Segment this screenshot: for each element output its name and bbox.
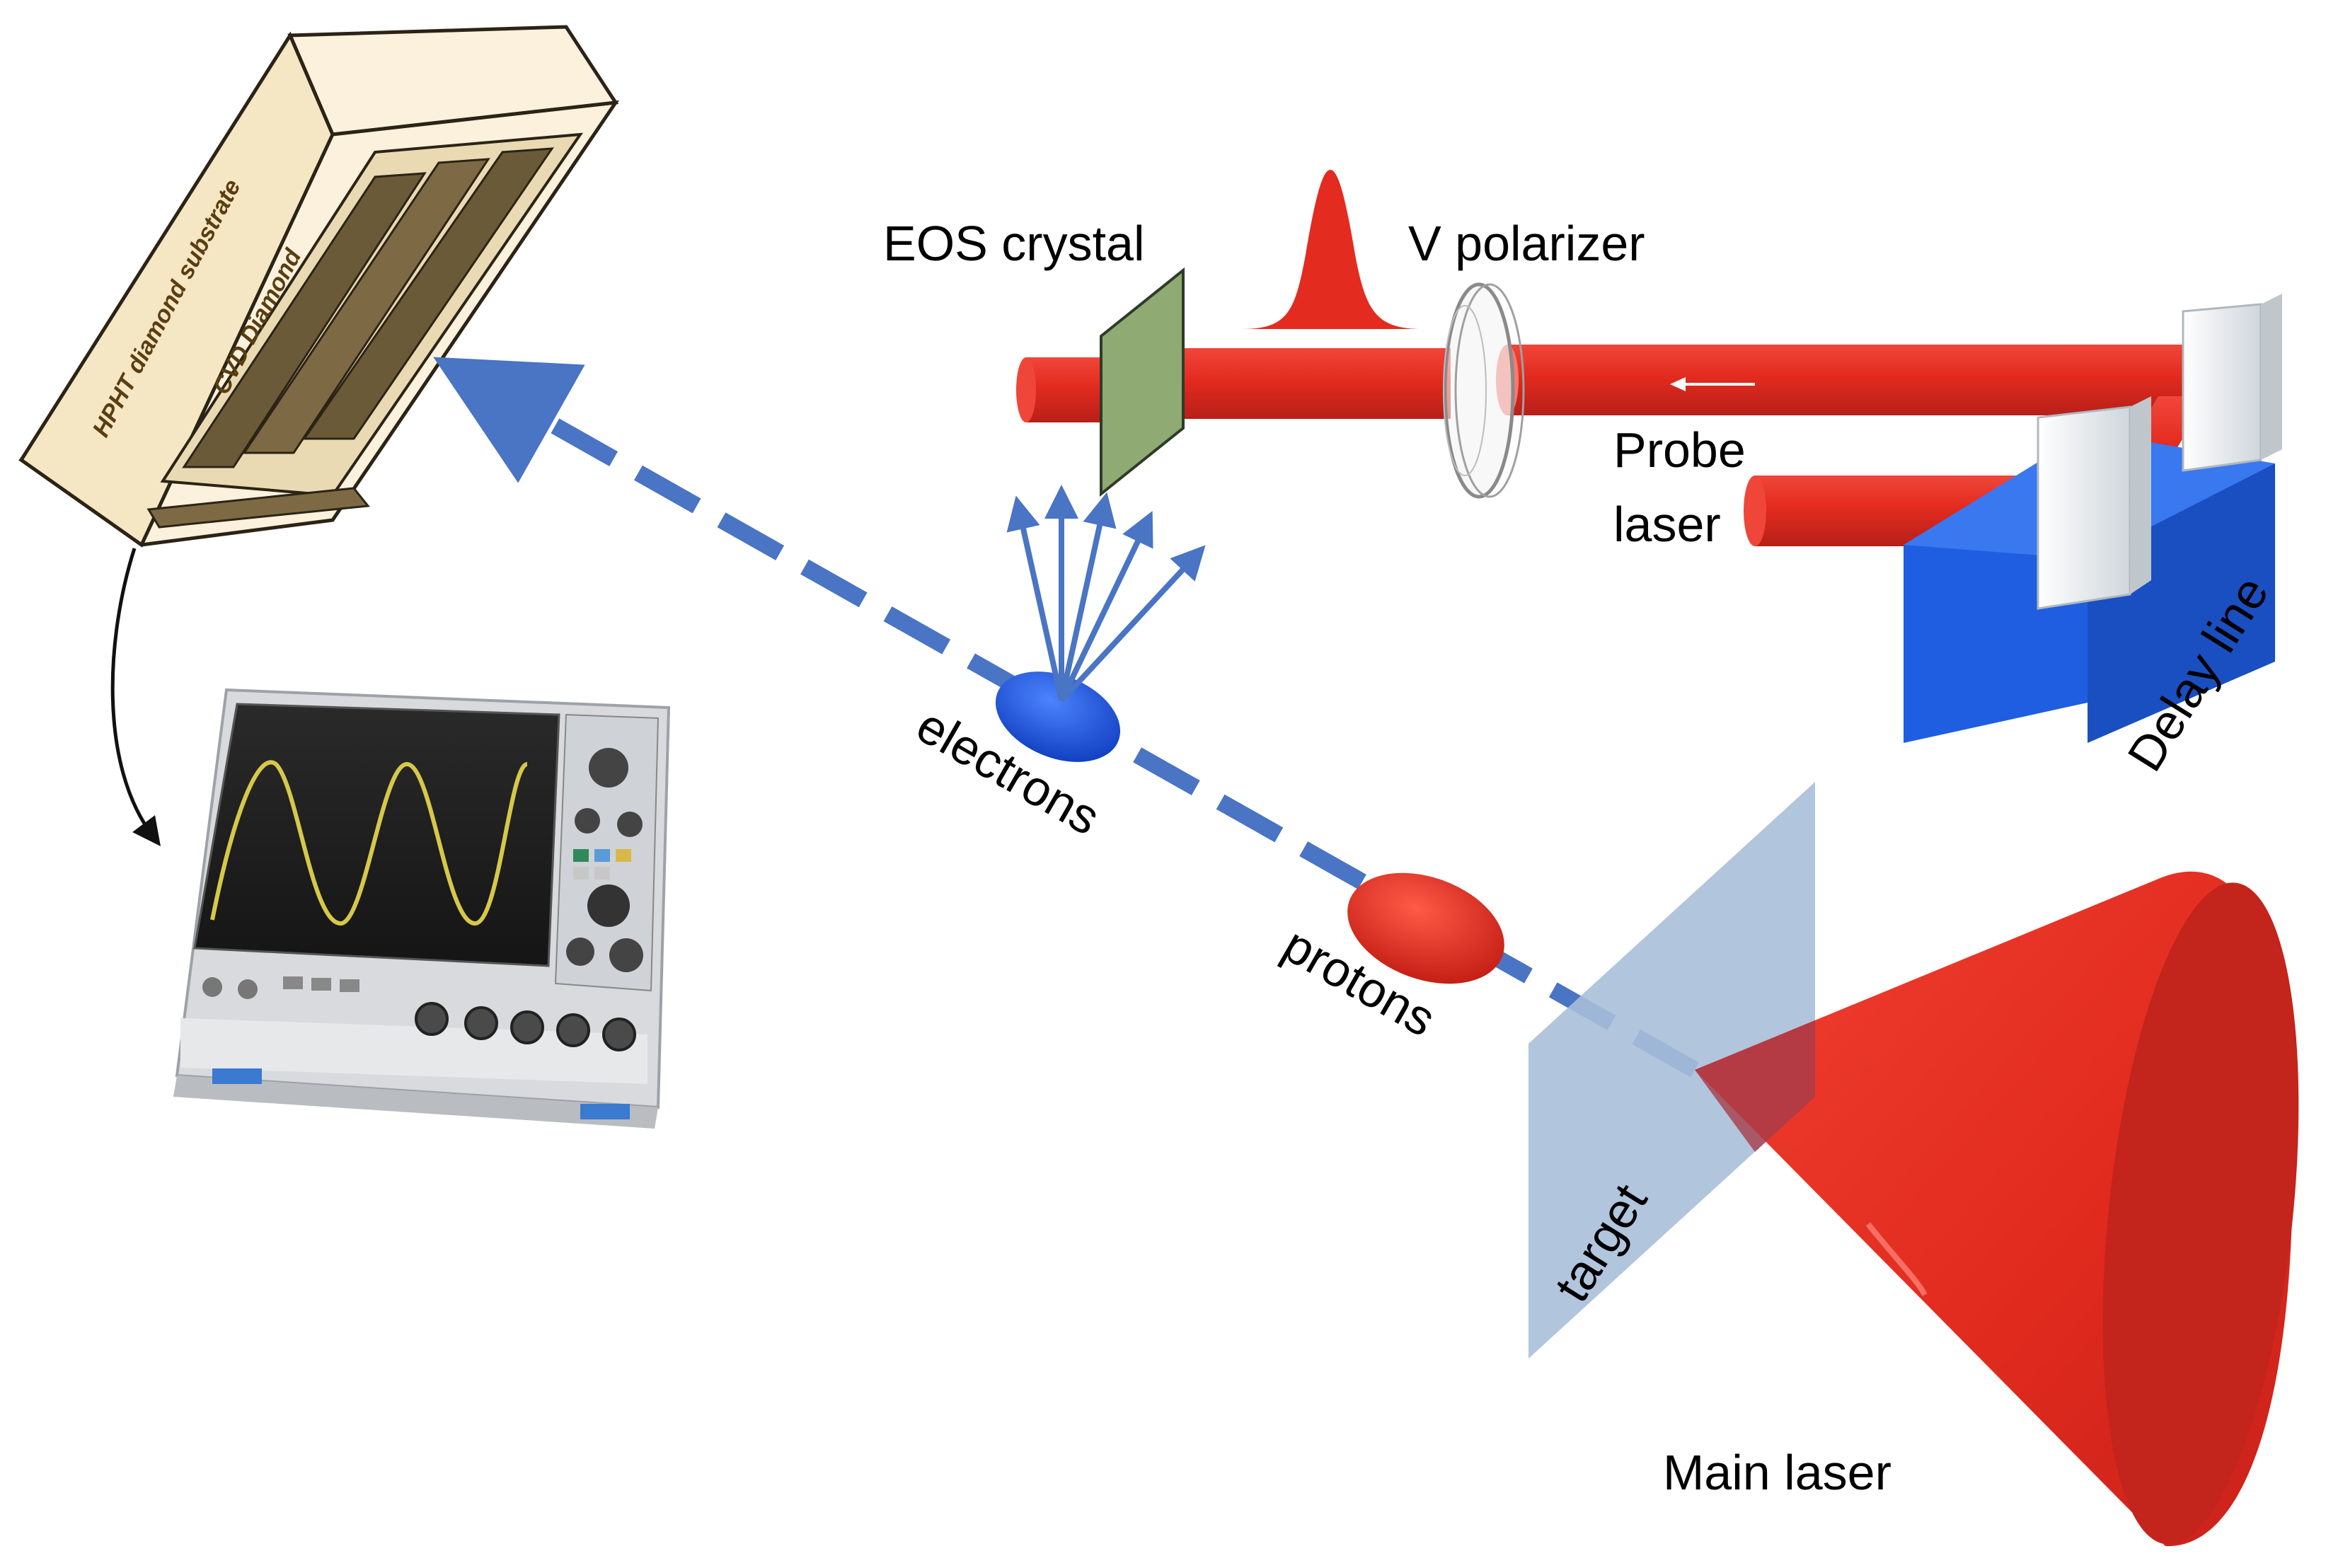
probe-laser-label-line2: laser: [1613, 497, 1721, 552]
oscilloscope-icon: [173, 688, 671, 1129]
main-laser-cone: [1695, 871, 2299, 1547]
electron-field-arrows: [1006, 485, 1206, 703]
eos-crystal-label: EOS crystal: [883, 216, 1145, 271]
signal-cable-arrow: [110, 548, 161, 847]
main-laser-label: Main laser: [1663, 1445, 1892, 1500]
proton-bunch: [1347, 872, 1504, 984]
v-polarizer: [1443, 282, 1525, 499]
electron-bunch: [995, 671, 1121, 762]
probe-laser-label-line1: Probe: [1613, 422, 1746, 478]
v-polarizer-label: V polarizer: [1408, 216, 1645, 271]
delay-line-stage: [1904, 294, 2282, 743]
target-foil: [1528, 782, 1815, 1359]
gaussian-pulse-icon: [1242, 170, 1422, 329]
eos-crystal: [1100, 267, 1185, 497]
diamond-detector-icon: HPHT diamond substrate CVD Diamond: [18, 25, 620, 548]
